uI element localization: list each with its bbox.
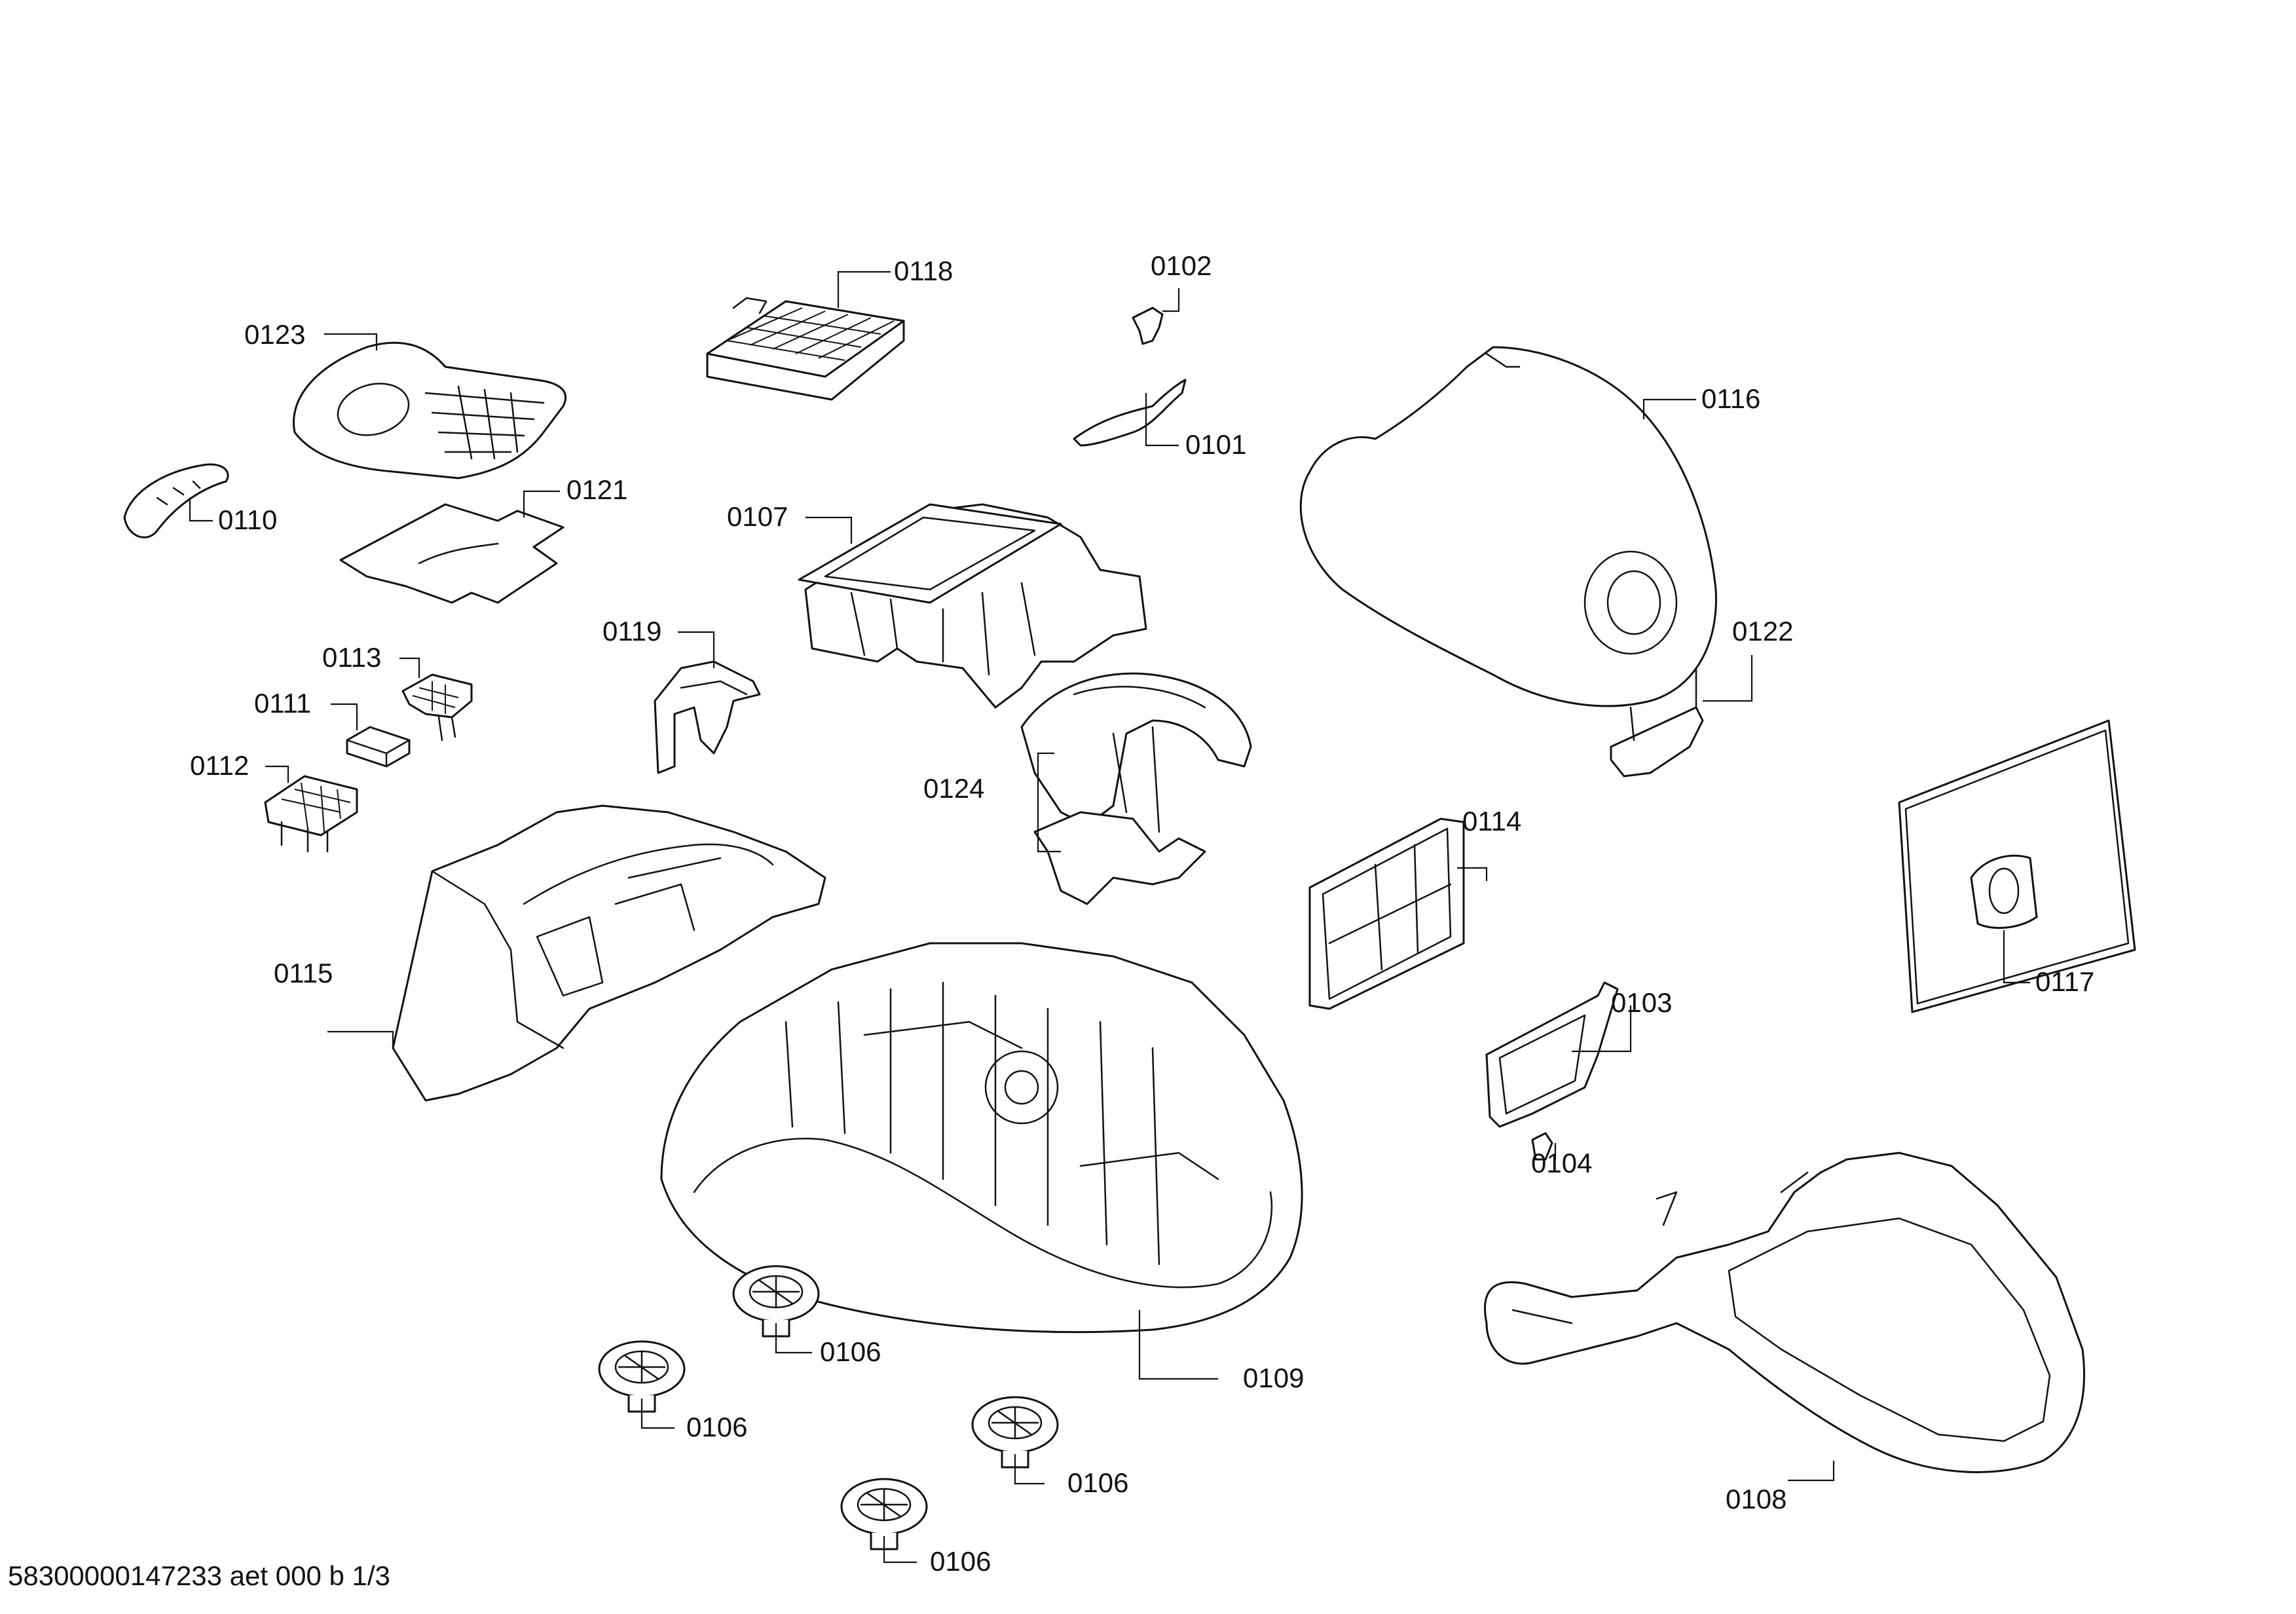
part-0116-drawing [1299,346,1717,707]
leader-0123 [324,333,378,350]
leader-0106d [883,1536,917,1564]
leader-0101 [1145,393,1179,447]
leader-0114 [1457,867,1488,881]
label-part-0123: 0123 [244,319,305,350]
leader-0106c [1014,1454,1045,1485]
label-part-0107: 0107 [727,501,788,532]
leader-0108 [1788,1461,1835,1482]
leader-0111 [331,703,358,730]
part-0119-drawing [654,660,761,774]
part-0111-drawing [346,726,411,768]
label-part-0106-a: 0106 [820,1336,881,1367]
label-part-0112: 0112 [190,750,249,781]
label-part-0115: 0115 [274,958,333,988]
label-part-0121: 0121 [566,474,627,505]
part-labels: 0123 0110 0121 0118 0102 0101 0107 0119 … [190,250,2094,1577]
leader-0107 [805,516,853,544]
part-0112-drawing [264,775,358,853]
label-part-0118: 0118 [894,255,953,286]
label-part-0109: 0109 [1243,1362,1304,1393]
label-part-0122: 0122 [1732,616,1793,647]
label-part-0110: 0110 [218,504,277,535]
leader-0112 [265,765,289,783]
part-0121-drawing [339,503,565,604]
label-part-0111: 0111 [254,688,311,719]
label-part-0102: 0102 [1151,250,1212,281]
label-part-0108: 0108 [1726,1484,1787,1514]
leader-0109 [1138,1310,1218,1380]
part-0102-drawing [1132,307,1164,345]
leader-0118 [837,271,891,308]
part-0124-drawing [1020,672,1252,905]
part-0103-drawing [1485,981,1619,1128]
label-part-0119: 0119 [602,616,661,647]
leader-lines [189,271,2030,1564]
leader-0121 [523,490,560,517]
label-part-0103: 0103 [1611,987,1672,1018]
label-part-0117: 0117 [2035,966,2094,997]
label-part-0104: 0104 [1531,1148,1592,1178]
label-part-0101: 0101 [1185,429,1246,460]
part-0122-drawing [1610,667,1704,778]
part-0104-drawing [1531,1132,1553,1161]
leader-0119 [678,631,715,668]
leader-0117 [2003,930,2030,984]
leader-0115 [327,1030,394,1048]
leader-0103 [1572,1005,1632,1053]
part-0110-drawing [123,463,229,538]
part-0118-drawing [706,297,905,401]
part-0114-drawing [1308,817,1465,1010]
label-part-0116: 0116 [1701,383,1760,414]
part-0107-drawing [798,503,1147,709]
part-0115-drawing [392,804,826,1102]
label-part-0113: 0113 [322,642,381,673]
drawing-reference-footer: 58300000147233 aet 000 b 1/3 [8,1560,390,1591]
part-0123-drawing [293,341,567,479]
leader-0110 [189,498,213,522]
part-0101-drawing [1073,379,1187,447]
leader-0113 [399,657,420,678]
leader-0122 [1703,655,1753,702]
part-0117-drawing [1898,719,2136,1013]
leader-0106a [775,1323,812,1354]
leader-0124 [1037,752,1061,853]
label-part-0106-d: 0106 [930,1546,991,1577]
part-0108-drawing [1484,1152,2085,1473]
label-part-0106-c: 0106 [1067,1467,1128,1498]
part-0113-drawing [401,673,473,741]
label-part-0106-b: 0106 [686,1412,747,1442]
part-0106b-drawing [598,1340,686,1413]
label-part-0114: 0114 [1462,806,1521,836]
leader-0106b [640,1398,675,1429]
leader-0116 [1642,398,1696,419]
label-part-0124: 0124 [923,773,984,804]
leader-0102 [1162,288,1180,312]
